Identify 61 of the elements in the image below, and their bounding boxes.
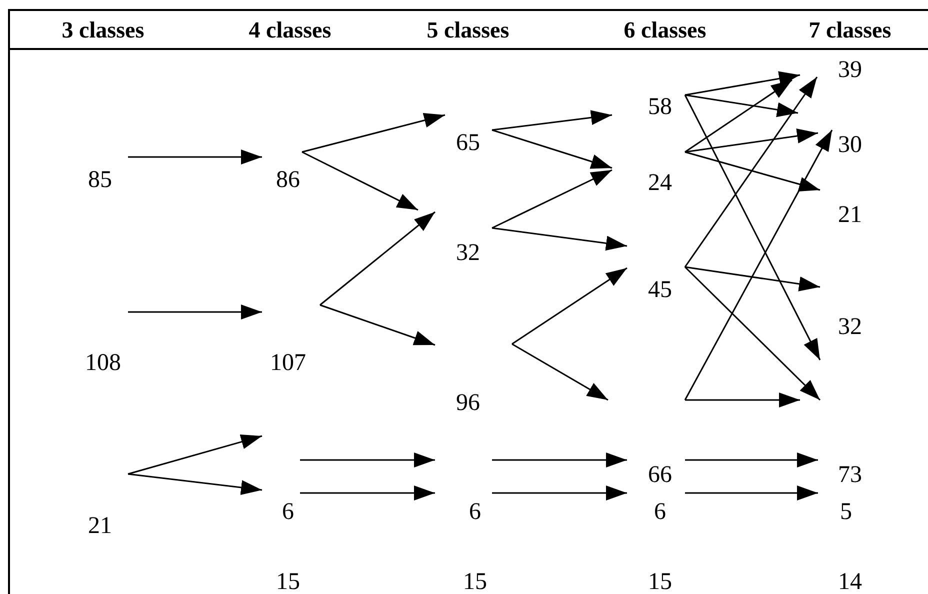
class-count: 21: [88, 514, 112, 538]
class-count: 96: [456, 391, 480, 415]
class-count: 108: [85, 351, 121, 375]
arrow: [492, 486, 627, 500]
arrow: [492, 110, 612, 131]
class-count: 15: [276, 570, 300, 594]
arrow: [492, 452, 627, 468]
arrow: [684, 266, 821, 401]
arrow: [684, 266, 820, 292]
class-count: 15: [463, 570, 487, 594]
class-count: 6: [282, 500, 294, 524]
class-count: 32: [838, 315, 862, 339]
arrow: [684, 94, 798, 118]
class-count: 6: [469, 500, 481, 524]
column-header: 4 classes: [248, 18, 332, 42]
arrow: [128, 304, 262, 320]
class-count: 14: [838, 570, 862, 594]
arrow: [492, 227, 628, 251]
arrow: [685, 392, 800, 408]
arrow: [684, 151, 820, 192]
class-count: 45: [648, 278, 672, 302]
arrow: [512, 267, 628, 345]
arrow: [684, 94, 821, 360]
column-header: 7 classes: [808, 18, 892, 42]
arrow: [302, 113, 446, 153]
class-count: 66: [648, 463, 672, 487]
arrow: [320, 211, 436, 306]
class-count: 107: [270, 351, 306, 375]
class-count: 39: [838, 58, 862, 82]
column-header: 3 classes: [62, 18, 144, 42]
arrow: [685, 452, 818, 468]
class-count: 5: [840, 500, 852, 524]
class-count: 15: [648, 570, 672, 594]
arrow: [684, 71, 800, 96]
arrow: [685, 486, 818, 500]
arrow: [684, 76, 818, 268]
arrow: [128, 473, 262, 495]
arrow: [684, 130, 833, 400]
arrow: [512, 343, 608, 401]
class-count: 32: [456, 241, 480, 265]
arrow: [300, 486, 435, 500]
arrow: [302, 151, 418, 211]
arrow: [492, 169, 612, 229]
arrow: [684, 128, 818, 153]
arrow: [492, 129, 612, 169]
class-count: 85: [88, 168, 112, 192]
arrow: [684, 79, 792, 153]
class-count: 65: [456, 131, 480, 155]
class-count: 30: [838, 133, 862, 157]
class-count: 21: [838, 203, 862, 227]
class-count: 58: [648, 95, 672, 119]
column-header: 5 classes: [426, 18, 510, 42]
class-count: 73: [838, 463, 862, 487]
arrow: [128, 150, 262, 164]
column-header: 6 classes: [624, 18, 706, 42]
class-count: 86: [276, 168, 300, 192]
class-count: 6: [654, 500, 666, 524]
arrow: [300, 452, 435, 468]
class-count: 24: [648, 171, 672, 195]
arrow: [128, 434, 262, 475]
arrow: [320, 304, 436, 346]
